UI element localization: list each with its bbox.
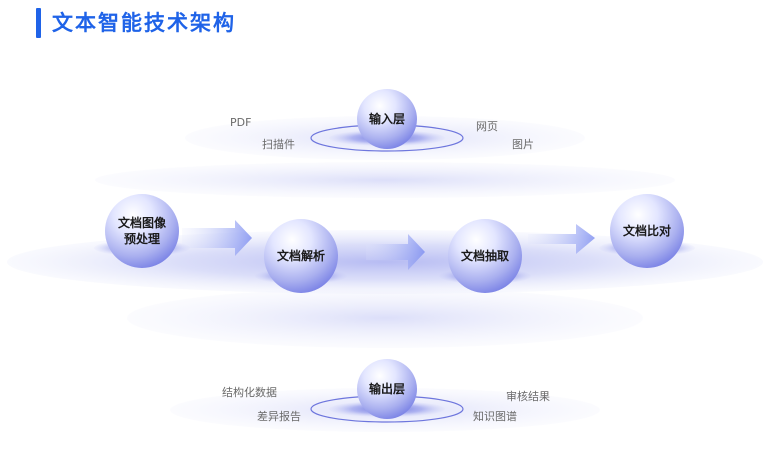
- output-layer-label: 输出层: [368, 382, 406, 396]
- lower-plate: [127, 288, 643, 348]
- upper-plate: [95, 162, 675, 198]
- input-item-pdf: PDF: [230, 116, 252, 129]
- compare-sphere: [610, 194, 684, 268]
- page-title: 文本智能技术架构: [52, 11, 236, 35]
- input-layer-sphere: [357, 89, 417, 149]
- extract-label: 文档抽取: [460, 249, 510, 263]
- output-layer-sphere: [357, 359, 417, 419]
- preprocess-label-line2: 预处理: [123, 232, 161, 246]
- preprocess-sphere: [105, 194, 179, 268]
- output-item-kg: 知识图谱: [473, 410, 517, 423]
- title-accent-bar: [36, 8, 41, 38]
- compare-label: 文档比对: [622, 224, 672, 238]
- extract-sphere: [448, 219, 522, 293]
- output-item-diff: 差异报告: [257, 410, 301, 423]
- preprocess-label: 文档图像 预处理: [118, 215, 166, 247]
- arrow-preprocess-to-parse: [182, 220, 252, 256]
- output-item-review: 审核结果: [506, 390, 550, 403]
- input-layer-label: 输入层: [368, 112, 406, 126]
- output-item-structured: 结构化数据: [222, 386, 277, 399]
- input-item-image: 图片: [512, 138, 534, 151]
- input-item-web: 网页: [476, 120, 498, 133]
- parse-sphere: [264, 219, 338, 293]
- arrow-parse-to-extract: [366, 234, 425, 270]
- parse-label: 文档解析: [276, 249, 326, 263]
- input-item-scan: 扫描件: [262, 138, 295, 151]
- arrow-extract-to-compare: [528, 224, 595, 254]
- preprocess-label-line1: 文档图像: [117, 216, 167, 230]
